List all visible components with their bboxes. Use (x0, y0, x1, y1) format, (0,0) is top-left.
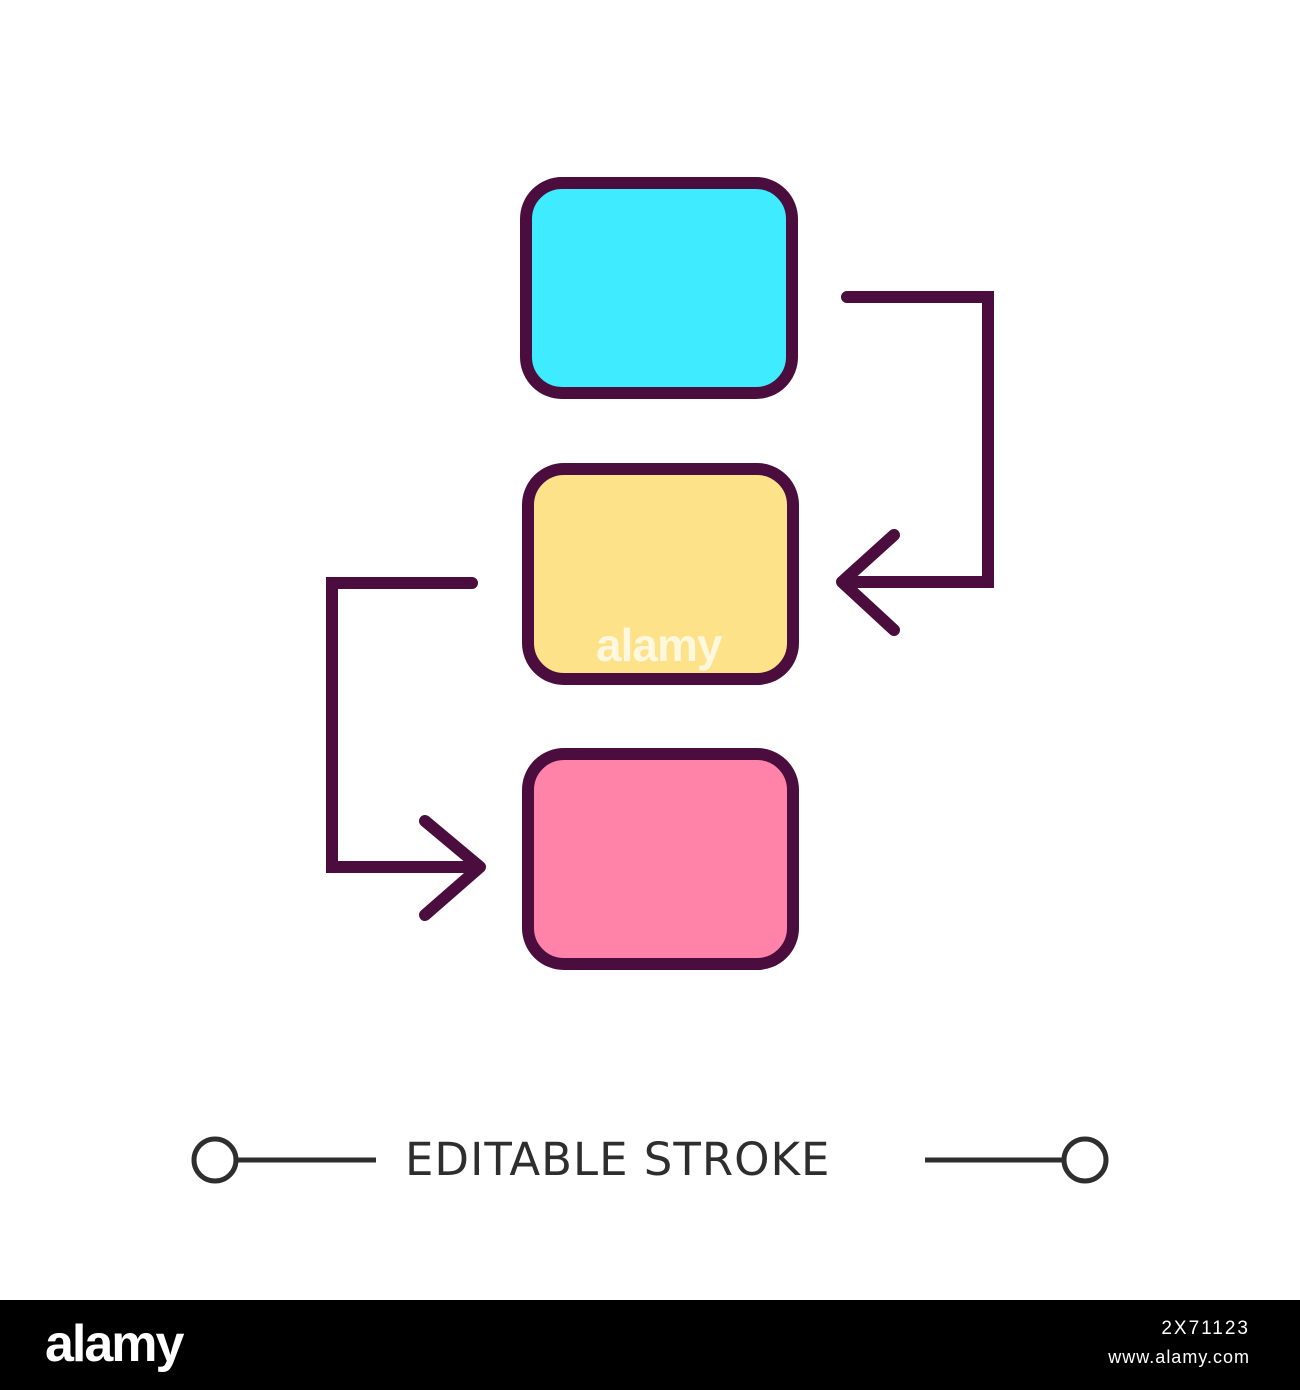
editable-stroke-label: EDITABLE STROKE (405, 1133, 831, 1186)
flow-diagram (191, 177, 1109, 1184)
footer-meta: 2X71123 www.alamy.com (1108, 1316, 1250, 1372)
watermark-text: alamy (596, 619, 722, 671)
arrowhead-right-icon (419, 815, 486, 921)
circle-endpoint-icon (1061, 1136, 1109, 1184)
middle-box (522, 463, 799, 685)
right-connector-line (839, 291, 994, 588)
site-url: www.alamy.com (1108, 1347, 1250, 1367)
bottom-box (522, 748, 799, 970)
illustration-canvas: alamy EDITABLE STROKE (191, 177, 1109, 1186)
top-box (520, 177, 798, 399)
footer-logo: alamy (45, 1315, 184, 1373)
editable-stroke-connector (191, 1136, 1109, 1184)
footer-bar: alamy 2X71123 www.alamy.com (0, 1300, 1300, 1390)
left-connector-line (326, 577, 484, 873)
image-id: 2X71123 (1161, 1318, 1250, 1339)
circle-endpoint-icon (191, 1136, 239, 1184)
arrowhead-left-icon (836, 529, 900, 636)
